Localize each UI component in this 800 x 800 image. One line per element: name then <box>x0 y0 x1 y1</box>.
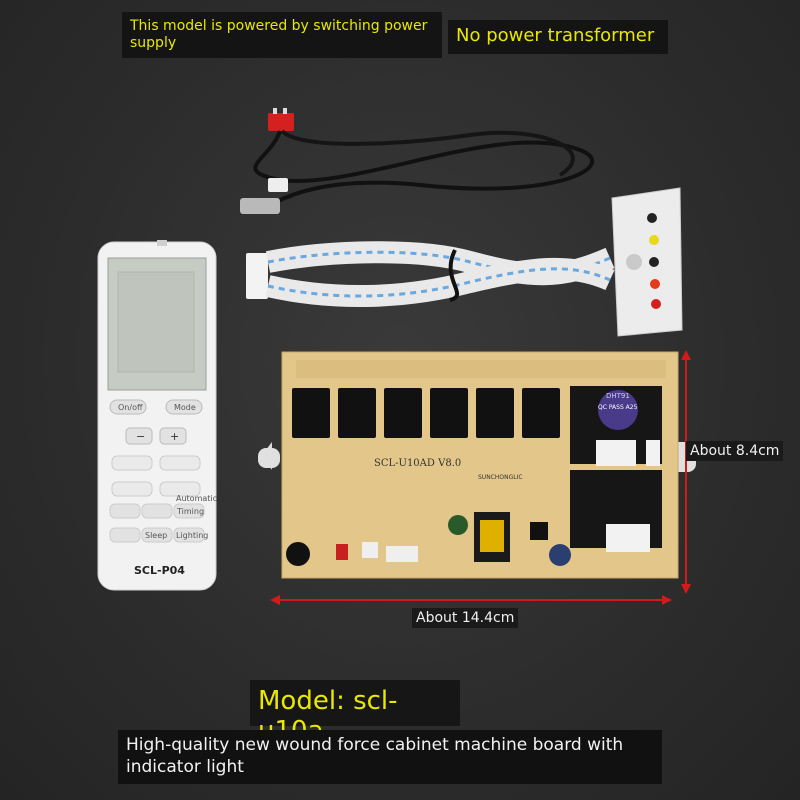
remote-control <box>97 240 217 591</box>
temperature-sensor-cable <box>240 108 595 214</box>
remote-onoff-label: On/off <box>118 403 143 412</box>
remote-minus-label: − <box>136 430 146 443</box>
remote-timing-label: Timing <box>177 507 205 516</box>
remote-sleep-label: Sleep <box>145 531 168 540</box>
remote-model-label: SCL-P04 <box>134 564 185 577</box>
remote-mode-label: Mode <box>174 403 196 412</box>
height-dimension-line <box>681 350 691 594</box>
remote-lighting-label: Lighting <box>176 531 209 540</box>
remote-plus-label: + <box>170 430 180 443</box>
no-transformer-note: No power transformer <box>448 20 668 54</box>
board-model-label: SCL-U10AD V8.0 <box>374 458 462 469</box>
power-supply-note: This model is powered by switching power… <box>122 12 442 58</box>
circuit-board <box>258 351 696 579</box>
width-dimension-line <box>270 595 672 605</box>
relay-cert-label: QC PASS A25 <box>598 404 638 411</box>
board-brand-label: SUNCHONGLIC <box>478 474 523 481</box>
description-caption: High-quality new wound force cabinet mac… <box>118 730 662 784</box>
remote-automatic-label: Automatic <box>176 494 218 503</box>
relay-part-label: DHT91 <box>606 392 630 400</box>
width-dimension-label: About 14.4cm <box>412 608 519 628</box>
relay-row <box>292 388 560 438</box>
model-caption: Model: scl-u10a <box>250 680 460 746</box>
ribbon-cable <box>246 241 615 308</box>
height-dimension-label: About 8.4cm <box>686 441 784 461</box>
indicator-light-module <box>611 187 683 337</box>
